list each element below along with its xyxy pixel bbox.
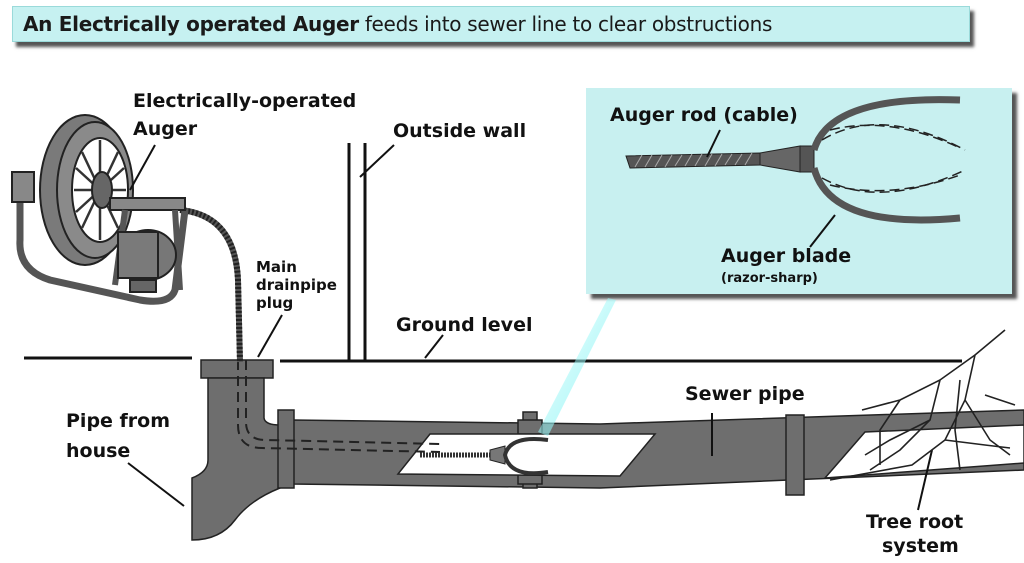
label-tree-root-line1: Tree root: [866, 511, 964, 533]
title-regular: feeds into sewer line to clear obstructi…: [364, 12, 773, 36]
inset-leader-lines: [706, 129, 836, 248]
label-sewer-pipe: Sewer pipe: [685, 383, 805, 405]
auger-cable-path: [237, 360, 441, 453]
label-pipe-from-house-line1: Pipe from: [66, 410, 171, 432]
leader-lines: [127, 144, 933, 511]
label-main-plug-line2: drainpipe: [256, 276, 337, 294]
label-auger-blade: Auger blade: [721, 245, 852, 267]
inset-auger-rod: [625, 145, 815, 173]
label-pipe-from-house-line2: house: [66, 440, 131, 462]
inset-panel: [586, 88, 1012, 294]
auger-head-in-pipe: [420, 437, 549, 476]
ground-line: [24, 356, 962, 363]
title-bold: An Electrically operated Auger: [23, 12, 359, 36]
house-pipe-elbow: [191, 359, 281, 541]
label-auger-machine-line2: Auger: [133, 118, 198, 140]
label-main-plug-line1: Main: [256, 258, 297, 276]
inset-auger-blade: [810, 96, 966, 224]
outside-wall: [347, 143, 367, 361]
label-outside-wall: Outside wall: [393, 120, 527, 142]
pointer-beam: [538, 298, 616, 436]
title-banner: An Electrically operated Auger feeds int…: [12, 6, 970, 42]
label-main-plug-line3: plug: [256, 294, 294, 312]
tree-roots: [829, 329, 1016, 481]
auger-cable: [179, 207, 243, 363]
auger-machine: [11, 114, 189, 305]
pipe-cutaway: [396, 424, 1024, 479]
label-auger-machine-line1: Electrically-operated: [133, 90, 357, 112]
label-tree-root-line2: system: [882, 535, 959, 557]
label-auger-blade-note: (razor-sharp): [721, 271, 818, 286]
label-auger-rod: Auger rod (cable): [610, 104, 798, 126]
label-ground-level: Ground level: [396, 314, 533, 336]
